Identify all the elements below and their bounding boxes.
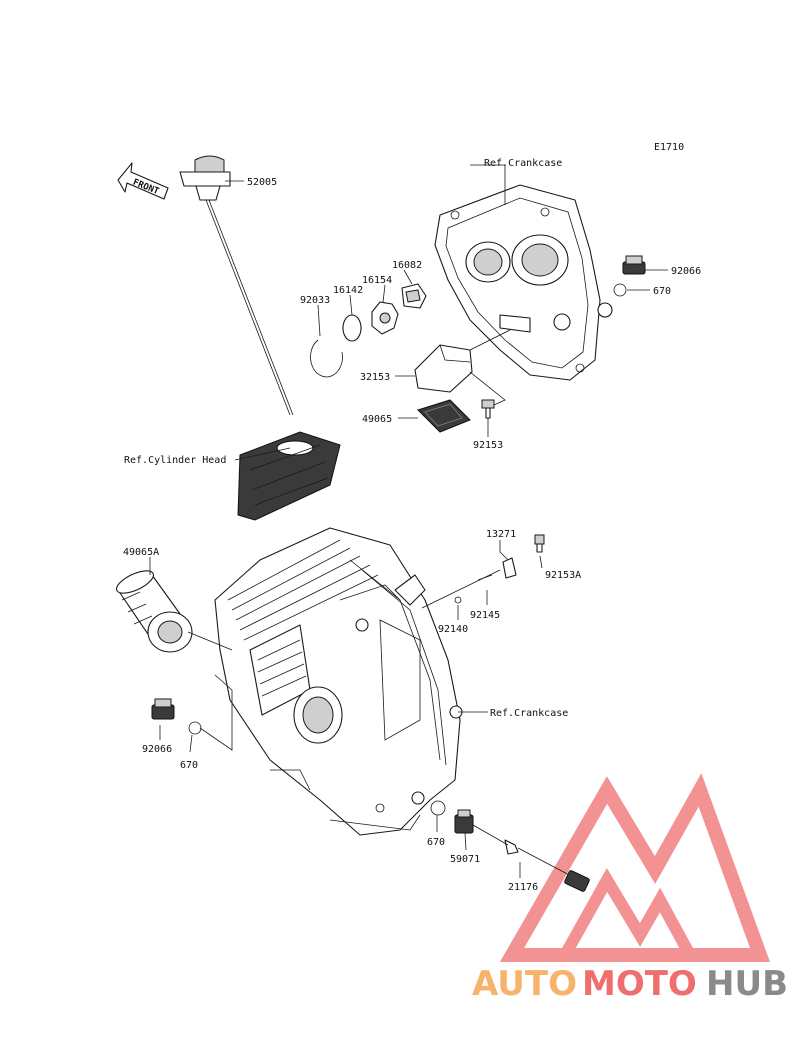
label-92153A: 92153A	[545, 570, 581, 581]
pump-washer	[342, 314, 362, 342]
ref-crankcase-top: Ref.Crankcase	[484, 158, 562, 169]
oil-pump-rotor	[371, 301, 399, 335]
figure-code: E1710	[654, 142, 684, 153]
label-92140: 92140	[438, 624, 468, 635]
label-92153: 92153	[473, 440, 503, 451]
o-ring-bottom	[430, 800, 446, 816]
ref-crankcase-bottom: Ref.Crankcase	[490, 708, 568, 719]
label-52005: 52005	[247, 177, 277, 188]
part-16082	[401, 283, 427, 309]
oil-filter	[116, 570, 193, 653]
oil-pressure-switch	[454, 809, 474, 834]
label-670-bottom: 670	[427, 837, 445, 848]
watermark-auto: AUTO	[472, 964, 577, 1004]
front-arrow-icon: FRONT	[117, 162, 169, 200]
bracket-32153	[414, 344, 473, 393]
drain-plug-top	[622, 255, 646, 275]
watermark-logo	[499, 773, 770, 962]
label-92066-bottom: 92066	[142, 744, 172, 755]
watermark-moto: MOTO	[582, 964, 697, 1004]
label-21176: 21176	[508, 882, 538, 893]
label-49065: 49065	[362, 414, 392, 425]
watermark-hub: HUB	[706, 964, 788, 1004]
oil-screen	[417, 399, 471, 433]
dipstick-part	[179, 155, 294, 416]
ref-cylinder-head: Ref.Cylinder Head	[124, 455, 226, 466]
cylinder-head-ref	[237, 431, 341, 521]
lead-wire	[504, 839, 590, 892]
label-16154: 16154	[362, 275, 392, 286]
label-92066-top: 92066	[671, 266, 701, 277]
watermark-text: AUTO MOTO HUB	[472, 964, 788, 1004]
circlip	[310, 339, 343, 378]
label-92145: 92145	[470, 610, 500, 621]
label-32153: 32153	[360, 372, 390, 383]
label-92033: 92033	[300, 295, 330, 306]
o-ring-left	[188, 721, 202, 735]
label-13271: 13271	[486, 529, 516, 540]
o-ring-top	[613, 283, 627, 297]
label-670-top: 670	[653, 286, 671, 297]
relief-valve-parts	[454, 534, 545, 604]
label-16142: 16142	[333, 285, 363, 296]
leader-lines	[149, 164, 668, 878]
label-16082: 16082	[392, 260, 422, 271]
label-49065A: 49065A	[123, 547, 159, 558]
crankcase-ref	[214, 527, 463, 836]
label-59071: 59071	[450, 854, 480, 865]
drain-plug-left	[151, 698, 175, 720]
bolt-92153	[481, 399, 495, 419]
label-670-left: 670	[180, 760, 198, 771]
crankcase-cover-ref	[434, 184, 613, 381]
